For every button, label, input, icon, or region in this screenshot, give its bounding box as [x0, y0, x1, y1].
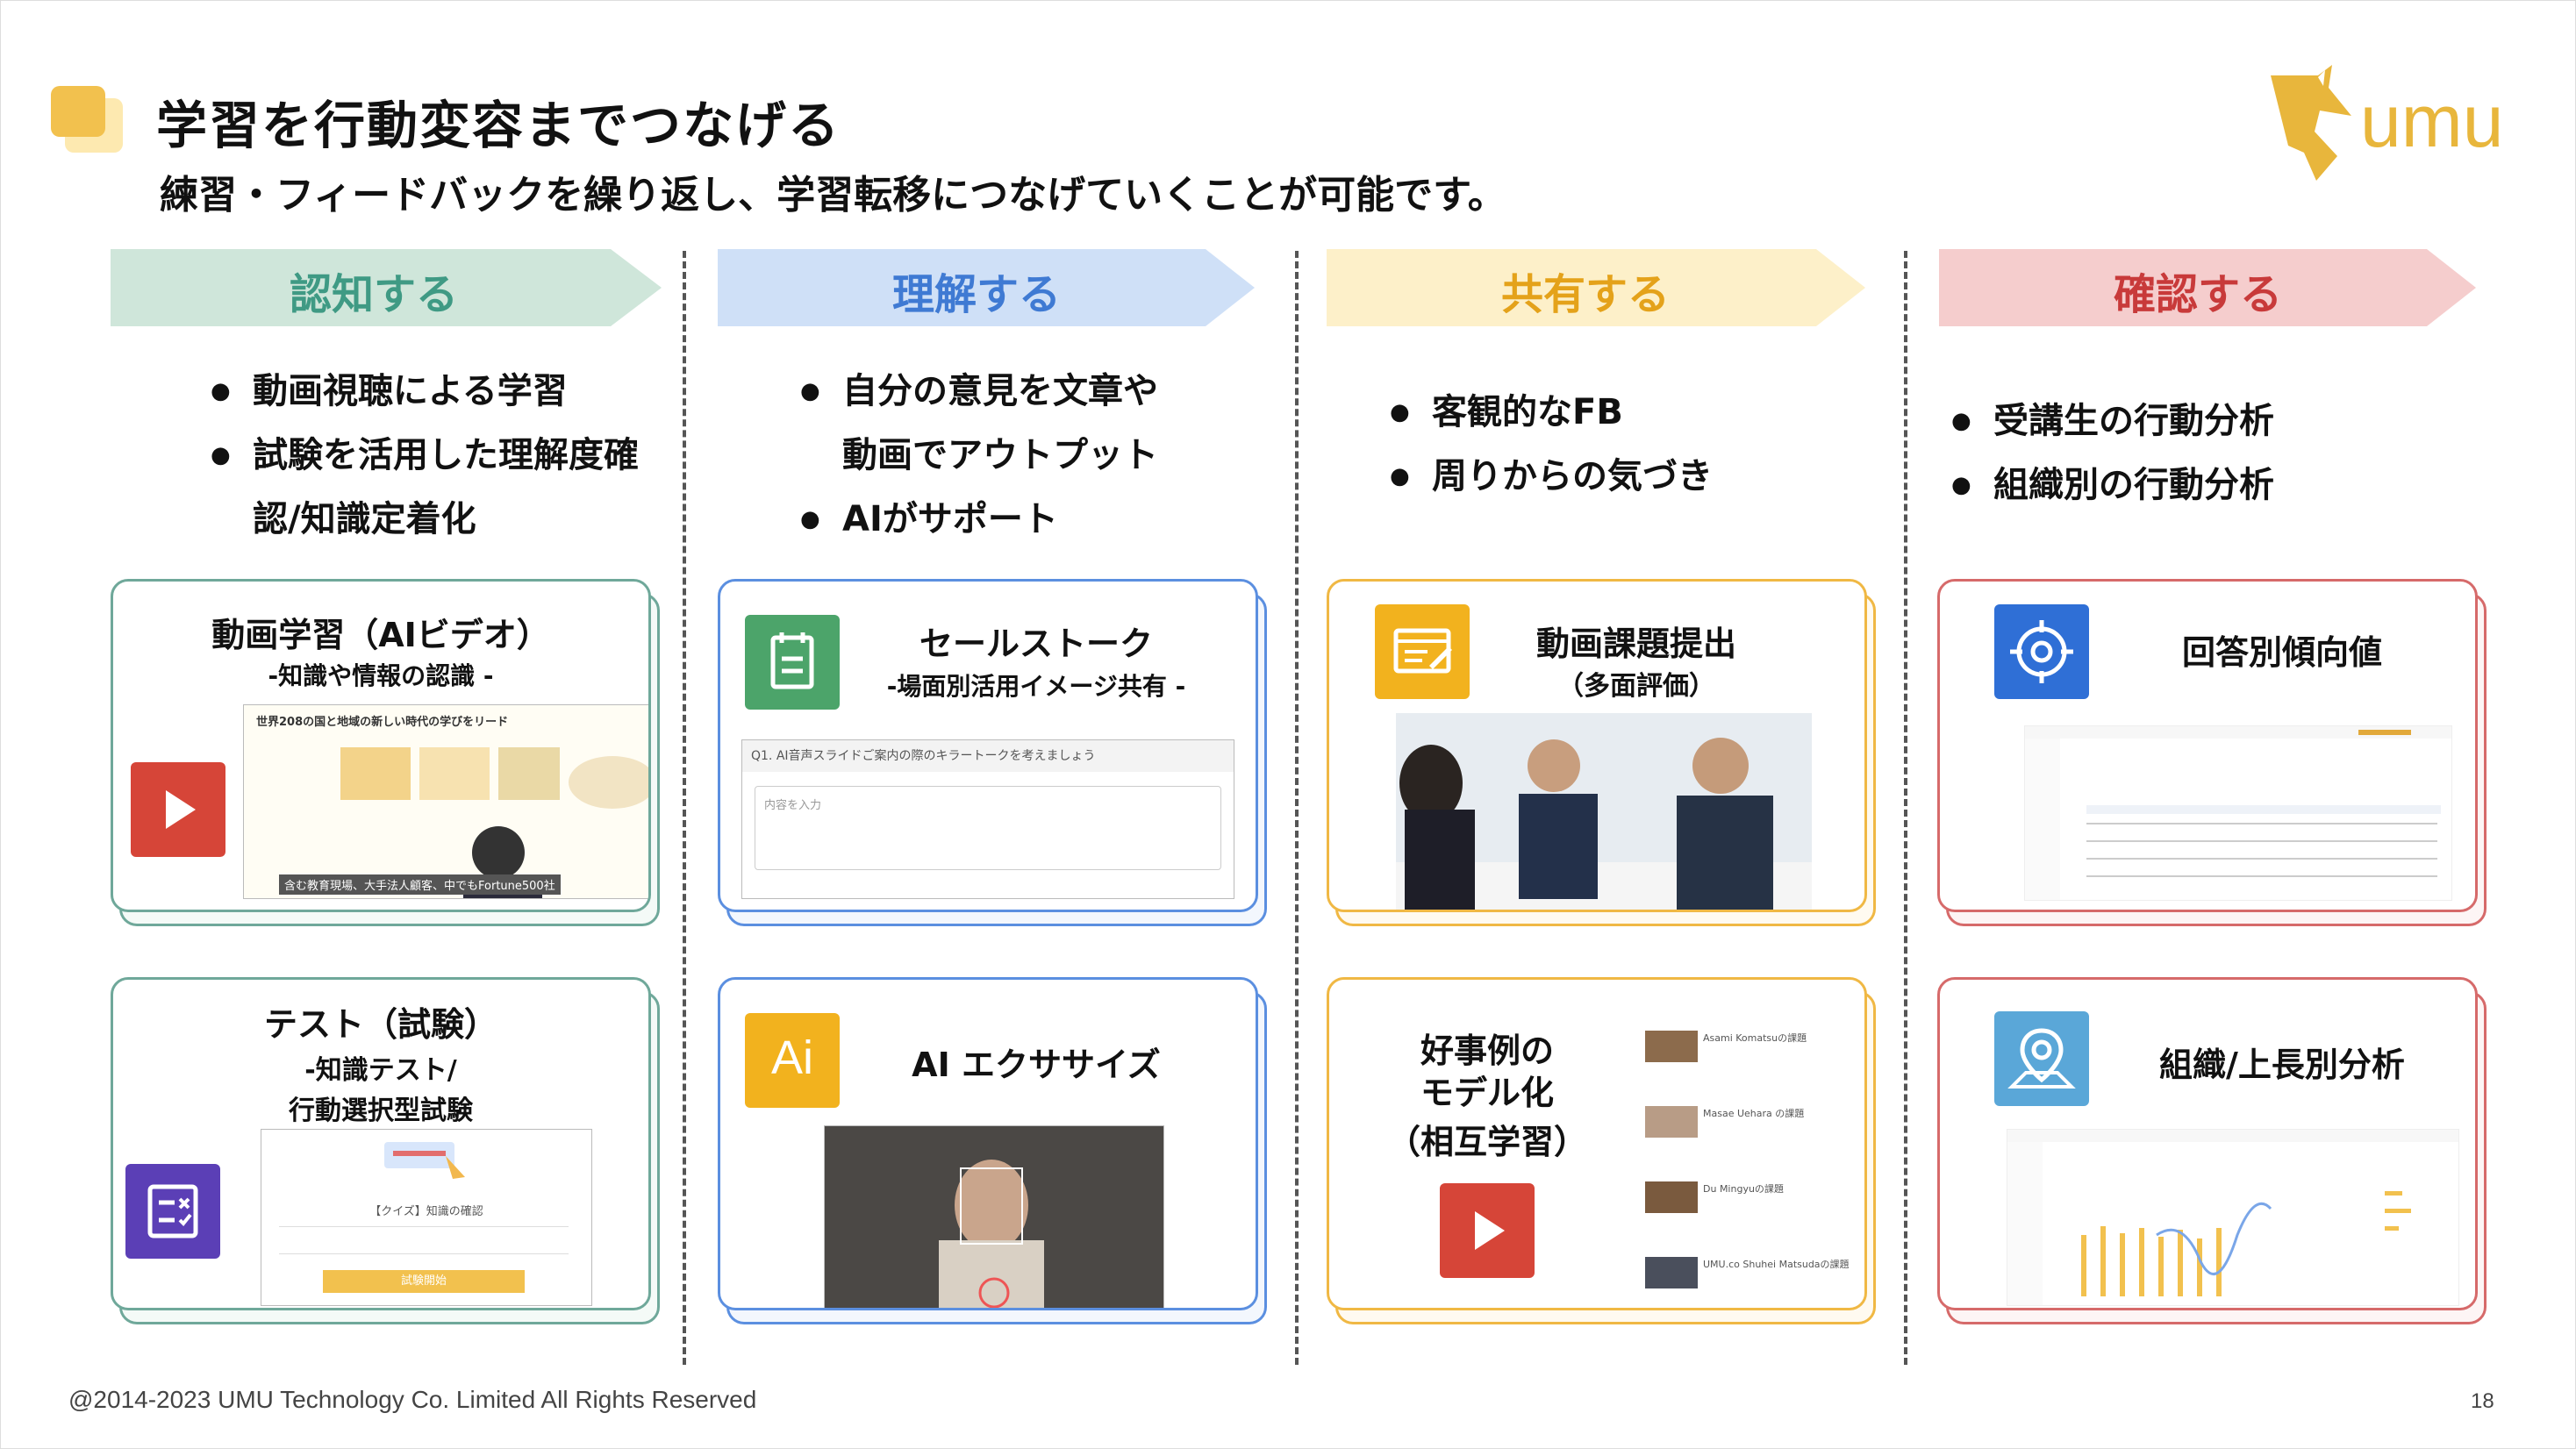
bullet-item: 受講生の行動分析	[1951, 389, 2274, 453]
card-title: AI エクササイズ	[912, 1046, 1161, 1084]
answer-form: Q1. AI音声スライドご案内の際のキラートークを考えましょう 内容を入力	[741, 739, 1234, 899]
analytics-table-screenshot	[2024, 725, 2452, 901]
card-title-line: 好事例の	[1420, 1031, 1554, 1070]
question-text: Q1. AI音声スライドご案内の際のキラートークを考えましょう	[742, 740, 1234, 772]
quiz-screenshot: 【クイズ】知識の確認 試験開始	[261, 1129, 592, 1306]
column-understand: 理解する	[718, 249, 1279, 326]
card-subtitle: （多面評価）	[1557, 671, 1715, 702]
card-ai-exercise[interactable]: Ai AI エクササイズ	[718, 977, 1267, 1324]
step-heading: 共有する	[1500, 270, 1670, 319]
bullet-list: 受講生の行動分析 組織別の行動分析	[1951, 389, 2274, 518]
card-subtitle: -知識テスト/	[304, 1055, 457, 1086]
answer-placeholder: 内容を入力	[764, 799, 822, 812]
quiz-title: 【クイズ】知識の確認	[369, 1205, 483, 1218]
card-title-line: （相互学習）	[1386, 1123, 1587, 1161]
umu-horse-icon	[2271, 65, 2351, 181]
card-test[interactable]: テスト（試験） -知識テスト/ 行動選択型試験 【クイズ】知識の確認 試験開始	[111, 977, 660, 1324]
start-test-button[interactable]: 試験開始	[323, 1270, 525, 1293]
video-screenshot: 世界208の国と地域の新しい時代の学びをリード 含む教育現場、大手法人顧客、中で…	[243, 704, 648, 899]
bullet-list: 自分の意見を文章や 動画でアウトプット AIがサポート	[800, 360, 1158, 552]
card-title: テスト（試験）	[263, 1005, 497, 1044]
column-divider	[1295, 251, 1299, 1365]
target-icon	[1994, 604, 2089, 699]
screenshot-footer: 含む教育現場、大手法人顧客、中でもFortune500社	[279, 874, 561, 895]
ai-exercise-video	[824, 1125, 1164, 1308]
bullet-item: 認/知識定着化	[211, 488, 639, 552]
ai-icon: Ai	[745, 1013, 840, 1108]
step-heading: 理解する	[891, 270, 1061, 319]
meeting-photo	[1396, 713, 1812, 910]
bullet-item: 動画視聴による学習	[211, 360, 639, 424]
step-arrow: 理解する	[718, 249, 1279, 326]
card-title: 動画学習（AIビデオ）	[211, 616, 550, 654]
step-arrow: 共有する	[1327, 249, 1888, 326]
step-arrow: 認知する	[111, 249, 672, 326]
column-confirm: 確認する	[1939, 249, 2501, 326]
quiz-icon	[125, 1164, 220, 1259]
submission-item[interactable]: Asami Komatsuの課題	[1645, 1031, 1856, 1092]
card-title: 動画課題提出	[1535, 625, 1736, 663]
page-subtitle: 練習・フィードバックを繰り返し、学習転移につなげていくことが可能です。	[160, 173, 1506, 218]
bullet-item: 自分の意見を文章や	[800, 360, 1158, 424]
bullet-list: 客観的なFB 周りからの気づき	[1390, 381, 1713, 509]
card-sales-talk[interactable]: セールストーク -場面別活用イメージ共有 - Q1. AI音声スライドご案内の際…	[718, 579, 1267, 926]
map-pin-icon	[1994, 1011, 2089, 1106]
card-title-line: モデル化	[1420, 1074, 1554, 1112]
screenshot-caption: 世界208の国と地域の新しい時代の学びをリード	[256, 716, 509, 729]
step-arrow: 確認する	[1939, 249, 2501, 326]
card-subtitle: -場面別活用イメージ共有 -	[886, 672, 1186, 701]
card-ai-video[interactable]: 動画学習（AIビデオ） -知識や情報の認識 - 世界208の国と地域の新しい時代…	[111, 579, 660, 926]
title-accent-icon	[51, 86, 125, 153]
assignment-icon	[1375, 604, 1470, 699]
bullet-item: 組織別の行動分析	[1951, 453, 2274, 518]
answer-input[interactable]: 内容を入力	[755, 786, 1221, 870]
play-icon[interactable]	[1440, 1183, 1535, 1278]
bullet-item: 周りからの気づき	[1390, 445, 1713, 509]
submission-item[interactable]: UMU.co Shuhei Matsudaの課題	[1645, 1257, 1856, 1306]
step-heading: 確認する	[2113, 270, 2282, 319]
card-org-analysis[interactable]: 組織/上長別分析	[1937, 977, 2487, 1324]
submission-item[interactable]: Masae Uehara の課題	[1645, 1106, 1856, 1167]
logo-text: umu	[2360, 80, 2504, 162]
bullet-continuation: 認/知識定着化	[253, 499, 476, 539]
document-icon	[745, 615, 840, 710]
step-heading: 認知する	[289, 270, 458, 319]
column-divider	[1904, 251, 1907, 1365]
umu-logo: umu	[2264, 61, 2509, 193]
card-subtitle: -知識や情報の認識 -	[268, 661, 494, 690]
page-number: 18	[2471, 1389, 2494, 1413]
card-best-practice[interactable]: 好事例の モデル化 （相互学習） Asami Komatsuの課題 Masae …	[1327, 977, 1876, 1324]
column-recognize: 認知する	[111, 249, 672, 326]
bullet-continuation: 動画でアウトプット	[842, 435, 1158, 475]
analytics-chart-screenshot	[2007, 1129, 2459, 1306]
card-video-assignment[interactable]: 動画課題提出 （多面評価）	[1327, 579, 1876, 926]
column-divider	[683, 251, 686, 1365]
play-icon[interactable]	[131, 762, 225, 857]
card-title: 回答別傾向値	[2181, 633, 2382, 672]
bullet-item: 客観的なFB	[1390, 381, 1713, 445]
page-title: 学習を行動変容までつなげる	[156, 96, 841, 155]
bullet-list: 動画視聴による学習 試験を活用した理解度確 認/知識定着化	[211, 360, 639, 552]
card-subtitle: 行動選択型試験	[289, 1096, 473, 1126]
card-title: セールストーク	[919, 625, 1153, 663]
bullet-item: AIがサポート	[800, 488, 1158, 552]
card-answer-trend[interactable]: 回答別傾向値	[1937, 579, 2487, 926]
column-share: 共有する	[1327, 249, 1888, 326]
card-title: 組織/上長別分析	[2159, 1046, 2405, 1084]
submission-list: Asami Komatsuの課題 Masae Uehara の課題 Du Min…	[1645, 1031, 1864, 1303]
bullet-item: 試験を活用した理解度確	[211, 424, 639, 488]
submission-item[interactable]: Du Mingyuの課題	[1645, 1181, 1856, 1243]
copyright-footer: @2014-2023 UMU Technology Co. Limited Al…	[68, 1386, 757, 1413]
